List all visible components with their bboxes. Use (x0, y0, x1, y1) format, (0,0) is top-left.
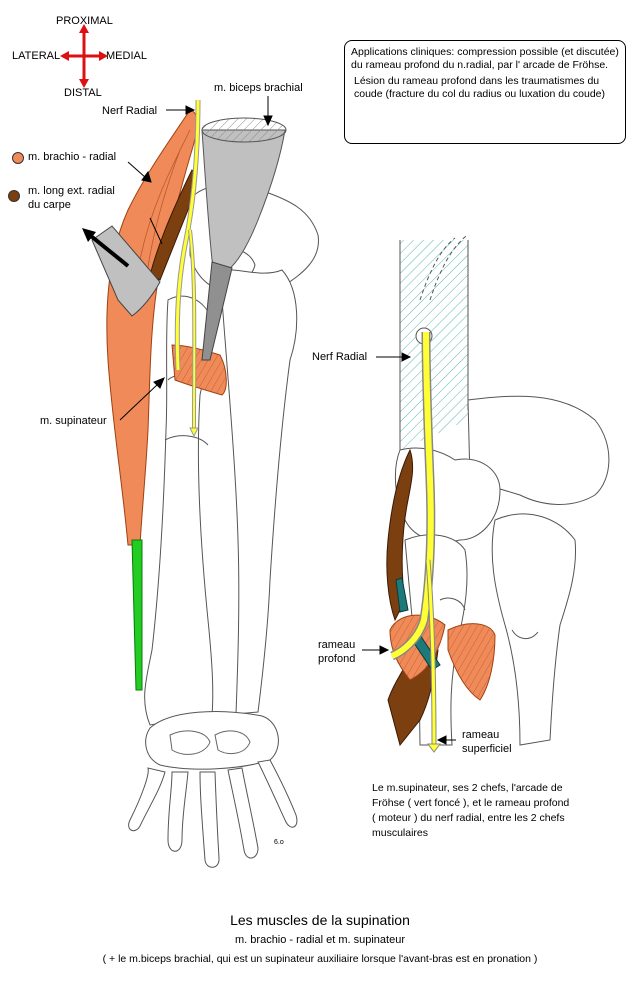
compass-proximal-label: PROXIMAL (56, 15, 113, 27)
biceps-label: m. biceps brachial (214, 82, 303, 94)
left-forearm-drawing (82, 99, 319, 868)
brachio-radial-color-swatch (12, 152, 24, 164)
figure-title: Les muscles de la supination (230, 912, 410, 928)
right-elbow-detail-drawing (386, 235, 610, 753)
orientation-compass (60, 24, 108, 88)
compass-lateral-label: LATERAL (12, 50, 61, 62)
compass-medial-label: MEDIAL (106, 50, 147, 62)
rameau-profond-label-line2: profond (318, 653, 356, 665)
brachio-radial-label: m. brachio - radial (28, 151, 117, 163)
clinical-info-paragraph-2: Lésion du rameau profond dans les trauma… (354, 75, 605, 100)
rameau-superficiel-label-line2: superficiel (462, 743, 512, 755)
supinator-caption-line4: musculaires (372, 827, 429, 839)
signature: 6.o (274, 839, 284, 846)
clinical-info-box: Applications cliniques: compression poss… (344, 40, 626, 144)
supinator-caption-line2: Fröhse ( vert foncé ), et le rameau prof… (372, 797, 570, 809)
supinator-caption-line1: Le m.supinateur, ses 2 chefs, l'arcade d… (372, 782, 563, 794)
long-ext-radial-label-line2: du carpe (28, 199, 71, 211)
long-ext-radial-color-swatch (8, 190, 20, 202)
figure-note: ( + le m.biceps brachial, qui est un sup… (102, 953, 538, 965)
supinator-caption: Le m.supinateur, ses 2 chefs, l'arcade d… (372, 781, 569, 841)
clinical-info-paragraph-1: Applications cliniques: compression poss… (351, 46, 619, 71)
compass-distal-label: DISTAL (64, 87, 102, 99)
supinateur-label: m. supinateur (40, 415, 107, 427)
figure-subtitle: m. brachio - radial et m. supinateur (235, 934, 405, 946)
nerf-radial-right-label: Nerf Radial (312, 351, 368, 363)
rameau-profond-label-line1: rameau (318, 639, 356, 651)
supinator-caption-line3: ( moteur ) du nerf radial, entre les 2 c… (372, 812, 565, 824)
rameau-superficiel-label-line1: rameau (462, 729, 500, 741)
label-pointer-lines (119, 96, 456, 745)
nerf-radial-left-label: Nerf Radial (102, 105, 158, 117)
long-ext-radial-label-line1: m. long ext. radial (28, 185, 115, 197)
